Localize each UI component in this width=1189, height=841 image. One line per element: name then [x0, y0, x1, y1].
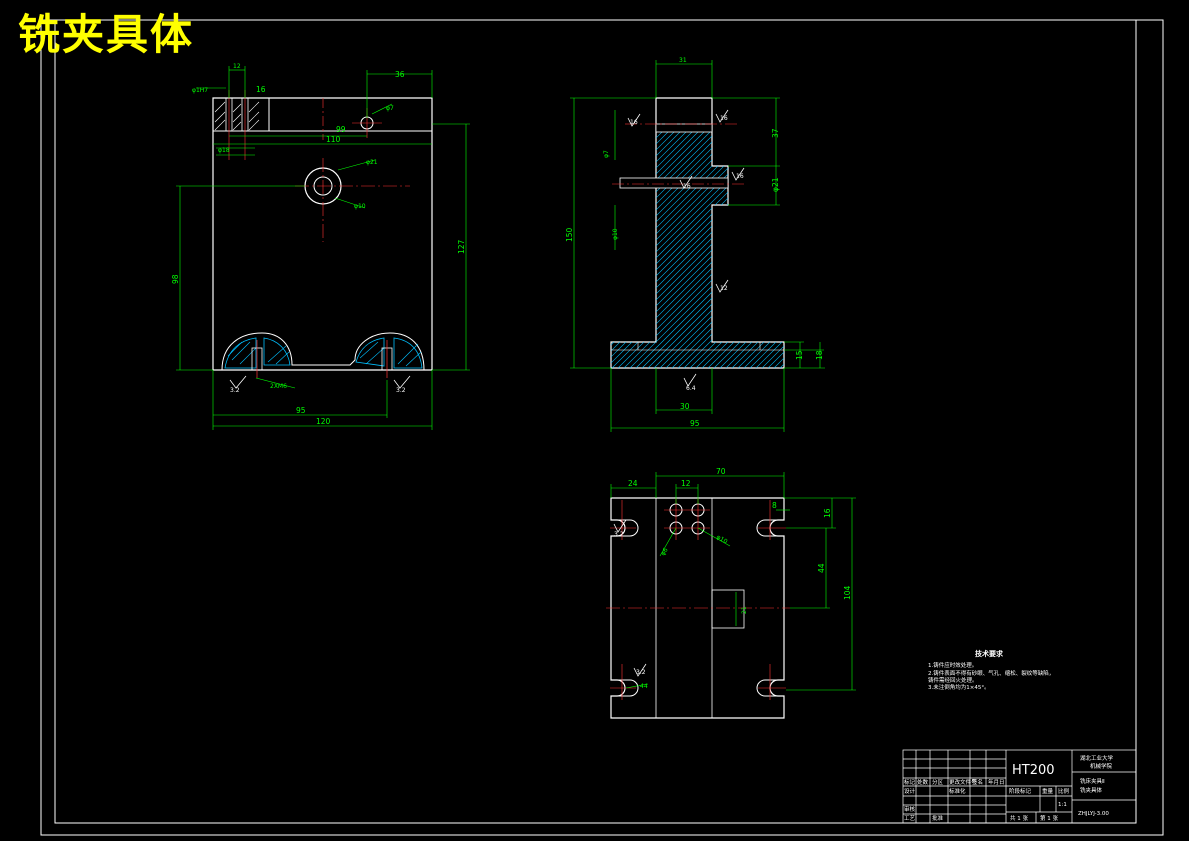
tb-cell-11: 阶段标记 — [1009, 787, 1032, 795]
title-block-school: 湖北工业大学 — [1080, 754, 1114, 762]
dim-phi21: φ21 — [366, 159, 378, 166]
dim-left-note: φ1H7 — [192, 87, 208, 94]
side-ra-bottom: 6.4 — [686, 385, 696, 392]
dim-phi7: φ7 — [386, 105, 394, 112]
side-ra-4: 16 — [683, 183, 691, 190]
dim-side-phi7: φ7 — [603, 150, 610, 158]
side-ra-3: 16 — [736, 173, 744, 180]
dim-36: 36 — [395, 70, 405, 79]
roughness-right — [393, 375, 411, 389]
dim-104: 104 — [843, 585, 852, 600]
dim-110: 110 — [326, 135, 341, 144]
roughness-left-value: 3.2 — [230, 387, 240, 394]
inner-frame — [54, 19, 1137, 824]
front-view-dimensions — [176, 66, 470, 430]
title-block-sheets: 共 1 张 — [1010, 814, 1028, 822]
tb-cell-6: 设计 — [904, 787, 916, 795]
top-view-dimensions — [610, 472, 856, 691]
tb-cell-13: 比例 — [1058, 787, 1070, 795]
dim-phi10-top: φ10 — [715, 534, 729, 546]
tech-req-line-4: 3.未注倒角均为1×45°。 — [928, 683, 990, 691]
dim-150: 150 — [565, 227, 574, 242]
tech-req-line-3: 铸件需经回火处理。 — [928, 676, 978, 684]
dim-95b: 95 — [690, 419, 700, 428]
tb-cell-8: 审核 — [904, 805, 916, 813]
title-block-part-name2: 铣夹具体 — [1080, 786, 1103, 794]
dim-phi18: φ18 — [218, 147, 230, 154]
tb-cell-4: 签名 — [972, 778, 983, 786]
drawing-title: 铣夹具体 — [18, 10, 195, 59]
title-block-drawing-no: ZHJLYJ-3.00 — [1078, 811, 1109, 817]
title-block-sheet: 第 1 张 — [1040, 814, 1058, 822]
tb-cell-1: 处数 — [917, 778, 929, 786]
dim-120: 120 — [316, 417, 331, 426]
tech-req-line-1: 1.铸件应时效处理。 — [928, 661, 977, 669]
tech-req-title: 技术要求 — [975, 649, 1004, 658]
side-ra-2: 16 — [630, 119, 638, 126]
dim-18: 18 — [815, 350, 824, 360]
tech-req-line-2: 2.铸件表面不得有砂眼、气孔、缩松、裂纹等缺陷， — [928, 669, 1054, 677]
tb-cell-5: 年月日 — [988, 778, 1005, 786]
dim-phi10: φ10 — [354, 203, 366, 210]
dim-16: 16 — [256, 85, 266, 94]
dim-15: 15 — [795, 350, 804, 360]
dim-8: 8 — [772, 501, 777, 510]
side-roughness-marks — [627, 109, 745, 387]
tb-cell-9: 工艺 — [904, 815, 916, 822]
roughness-left — [229, 375, 247, 389]
dim-44b: 44 — [640, 683, 648, 690]
dim-top-12: 12 — [681, 479, 691, 488]
tb-cell-2: 分区 — [932, 778, 944, 786]
outer-frame — [40, 19, 1164, 836]
dim-top-16: 16 — [823, 508, 832, 518]
tb-cell-10: 批准 — [932, 814, 944, 822]
title-block — [902, 749, 1137, 824]
tb-cell-7: 标准化 — [949, 787, 966, 795]
technical-requirements: 技术要求 1.铸件应时效处理。 2.铸件表面不得有砂眼、气孔、缩松、裂纹等缺陷，… — [928, 649, 1054, 691]
dim-30: 30 — [680, 402, 690, 411]
dim-phi6: φ6 — [660, 547, 670, 557]
top-view — [606, 497, 790, 719]
dim-70: 70 — [716, 467, 726, 476]
top-ra-2: 3.2 — [636, 669, 646, 676]
dim-m6: 2XM6 — [270, 383, 287, 390]
tb-cell-3: 更改文件号 — [949, 778, 977, 786]
dim-31: 31 — [679, 57, 687, 64]
dim-side-phi10: φ10 — [612, 228, 619, 240]
dim-12: 12 — [233, 63, 241, 70]
title-block-material: HT200 — [1012, 763, 1055, 778]
dim-99: 99 — [336, 125, 346, 134]
tb-cell-12: 重量 — [1042, 787, 1054, 795]
title-block-scale: 1:1 — [1058, 802, 1067, 808]
title-block-part-name: 铣床夹具Ⅱ — [1080, 777, 1105, 785]
dim-98: 98 — [171, 274, 180, 284]
side-view-dimensions — [570, 60, 825, 432]
side-ra-5: 12 — [720, 285, 728, 292]
dim-24: 24 — [628, 479, 638, 488]
front-view — [212, 90, 433, 378]
top-roughness-marks — [613, 519, 647, 677]
side-view — [610, 97, 785, 369]
dim-44: 44 — [817, 563, 826, 573]
side-ra-1: 16 — [720, 115, 728, 122]
dim-95: 95 — [296, 406, 306, 415]
title-block-school2: 机械学院 — [1090, 762, 1113, 770]
tb-cell-0: 标记 — [904, 778, 916, 786]
dim-21: φ21 — [771, 177, 780, 192]
top-ra-1: 3.2 — [614, 531, 624, 538]
dim-37: 37 — [771, 128, 780, 138]
roughness-right-value: 3.2 — [396, 387, 406, 394]
dim-127: 127 — [457, 239, 466, 254]
dim-21-top: 21 — [741, 606, 748, 614]
